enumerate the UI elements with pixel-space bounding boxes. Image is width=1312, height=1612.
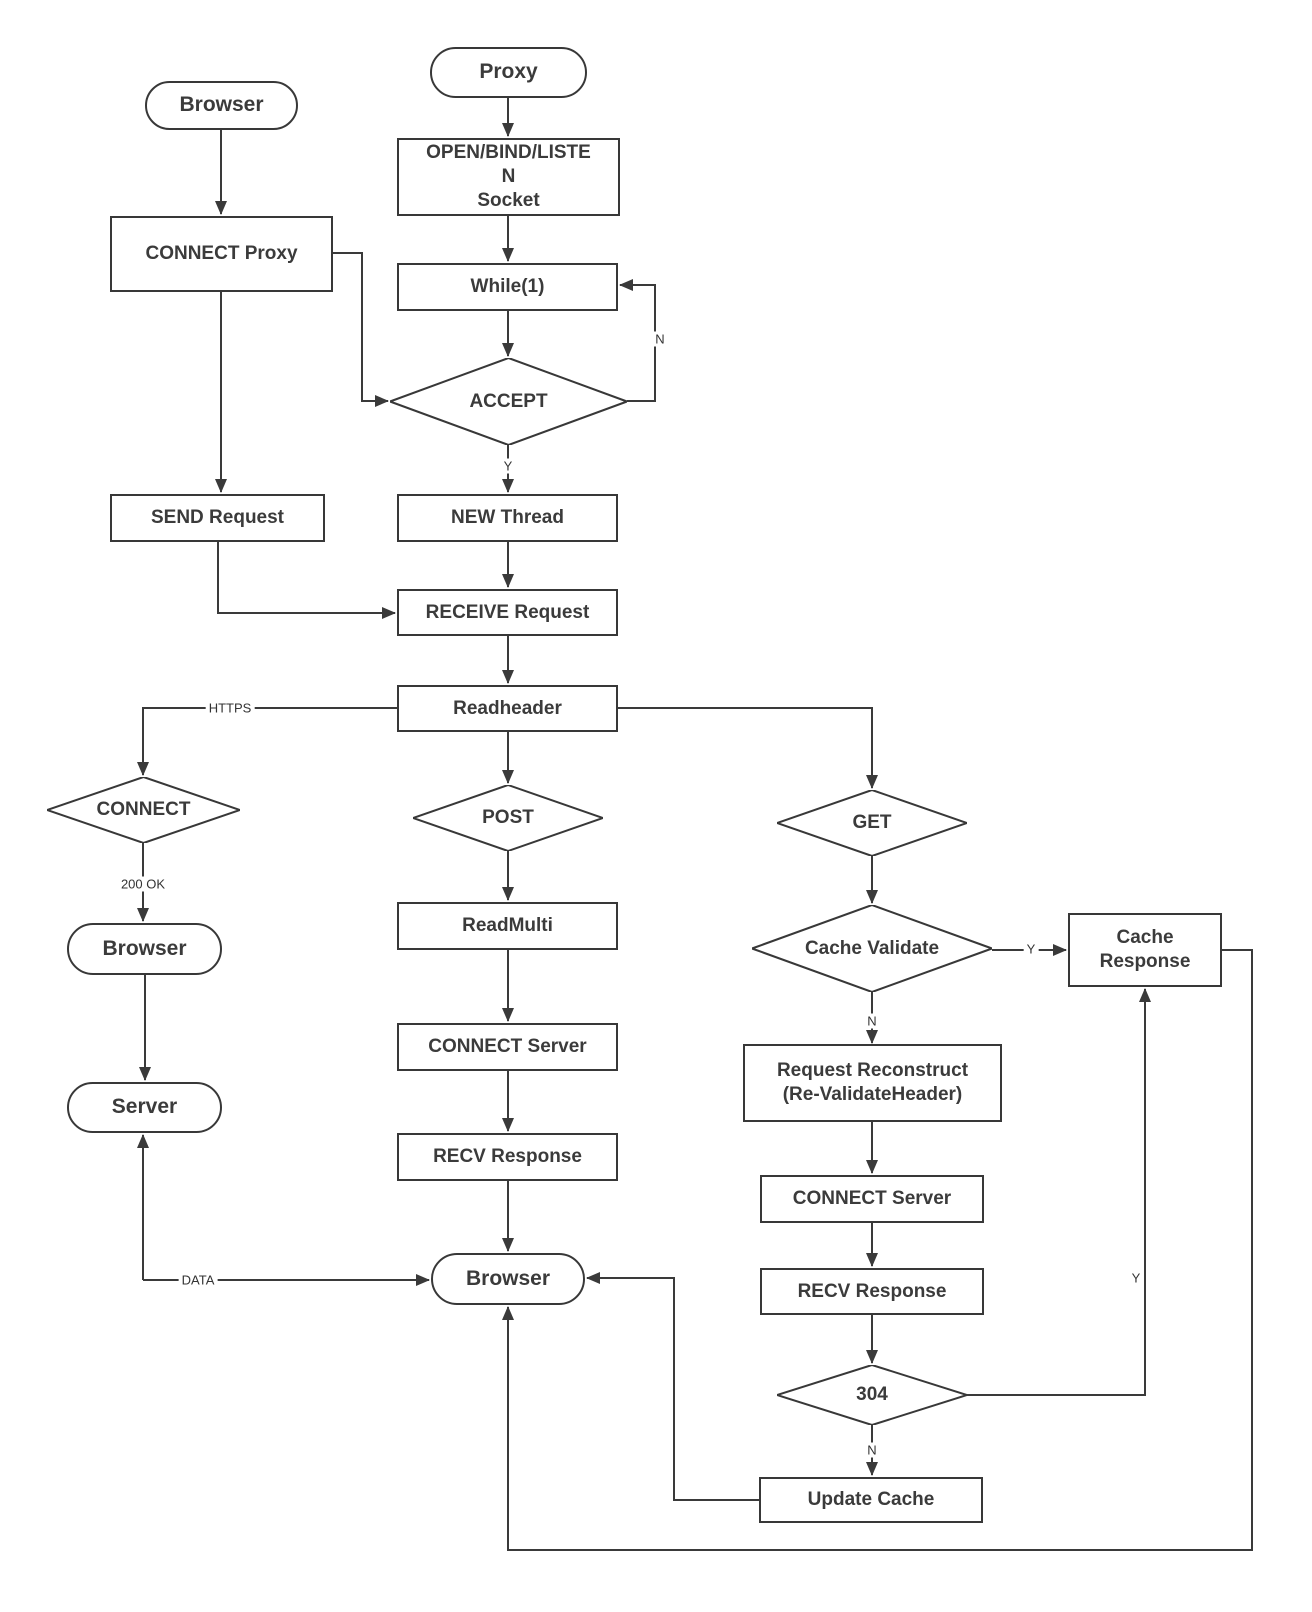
node-update-cache-label: Update Cache xyxy=(807,1489,935,1511)
node-browser-bottom: Browser xyxy=(431,1253,585,1305)
node-send-request: SEND Request xyxy=(110,494,325,542)
edge-label-accept-yes: Y xyxy=(500,458,516,474)
cache-validate-diamond-shape xyxy=(752,905,992,992)
node-readmulti: ReadMulti xyxy=(397,902,618,950)
node-get-decision-label: GET xyxy=(852,812,892,834)
node-browser-top-label: Browser xyxy=(179,93,264,117)
request-reconstruct-line1: Request Reconstruct xyxy=(776,1060,969,1082)
edge-label-https: HTTPS xyxy=(205,700,255,716)
node-while-loop-label: While(1) xyxy=(470,276,545,298)
node-new-thread: NEW Thread xyxy=(397,494,618,542)
node-new-thread-label: NEW Thread xyxy=(451,507,564,529)
node-connect-proxy: CONNECT Proxy xyxy=(110,216,333,292)
node-post-decision-label: POST xyxy=(482,807,534,829)
node-proxy-label: Proxy xyxy=(479,60,538,84)
edge-cache-response-to-browser xyxy=(502,949,1253,1551)
node-304-label: 304 xyxy=(856,1384,888,1406)
node-update-cache: Update Cache xyxy=(759,1477,983,1523)
node-browser-left-label: Browser xyxy=(102,936,187,960)
node-browser-left: Browser xyxy=(67,923,222,975)
node-server-label: Server xyxy=(111,1095,178,1119)
edge-label-validate-yes: Y xyxy=(1023,941,1039,957)
node-post-decision: POST xyxy=(413,785,603,851)
get-diamond-shape xyxy=(777,790,967,856)
node-cache-response: Cache Response xyxy=(1068,913,1222,987)
edge-connect-proxy-to-accept xyxy=(333,252,389,407)
node-request-reconstruct: Request Reconstruct(Re-ValidateHeader) xyxy=(743,1044,1002,1122)
node-get-decision: GET xyxy=(777,790,967,856)
edge-label-data: DATA xyxy=(178,1272,218,1288)
edge-update-cache-to-browser xyxy=(586,1272,759,1501)
edge-readheader-https-to-connect xyxy=(137,707,397,776)
node-304-decision: 304 xyxy=(777,1365,967,1425)
node-cache-validate-decision: Cache Validate xyxy=(752,905,992,992)
node-browser-bottom-label: Browser xyxy=(465,1266,551,1290)
node-recv-response-post: RECV Response xyxy=(397,1133,618,1181)
open-socket-line1: OPEN/BIND/LISTEN xyxy=(426,142,591,188)
connect-diamond-shape xyxy=(47,777,240,843)
node-cache-validate-label: Cache Validate xyxy=(804,937,940,959)
node-browser-top: Browser xyxy=(145,81,298,130)
node-connect-server-get: CONNECT Server xyxy=(760,1175,984,1223)
node-readheader-label: Readheader xyxy=(453,697,562,719)
node-recv-response-get-label: RECV Response xyxy=(797,1280,947,1302)
node-connect-decision-label: CONNECT xyxy=(96,799,191,821)
edge-readheader-to-get xyxy=(618,707,878,789)
node-receive-request: RECEIVE Request xyxy=(397,589,618,636)
node-connect-server-post-label: CONNECT Server xyxy=(428,1036,587,1058)
node-cache-response-label: Cache Response xyxy=(1099,927,1191,972)
node-request-reconstruct-label: Request Reconstruct(Re-ValidateHeader) xyxy=(777,1059,968,1107)
accept-diamond-shape xyxy=(390,358,627,445)
node-accept-label: ACCEPT xyxy=(469,390,548,412)
edge-send-request-to-receive xyxy=(217,542,396,619)
node-receive-request-label: RECEIVE Request xyxy=(425,601,590,623)
node-readheader: Readheader xyxy=(397,685,618,732)
node-send-request-label: SEND Request xyxy=(150,507,285,529)
node-recv-response-get: RECV Response xyxy=(760,1268,984,1315)
edge-label-accept-no: N xyxy=(652,331,668,347)
request-reconstruct-line2: (Re-ValidateHeader) xyxy=(782,1084,963,1105)
post-diamond-shape xyxy=(413,785,603,851)
edge-label-304-no: N xyxy=(864,1442,880,1458)
edge-label-304-yes: Y xyxy=(1128,1270,1144,1286)
node-while-loop: While(1) xyxy=(397,263,618,311)
node-accept-decision: ACCEPT xyxy=(390,358,627,445)
node-connect-decision: CONNECT xyxy=(47,777,240,843)
node-connect-server-get-label: CONNECT Server xyxy=(792,1188,952,1210)
304-diamond-shape xyxy=(777,1365,967,1425)
node-server: Server xyxy=(67,1082,222,1133)
edge-label-validate-no: N xyxy=(864,1013,880,1029)
open-socket-line2: Socket xyxy=(477,189,540,211)
node-readmulti-label: ReadMulti xyxy=(462,915,553,937)
node-proxy: Proxy xyxy=(430,47,587,98)
node-connect-server-post: CONNECT Server xyxy=(397,1023,618,1071)
edge-304-yes-to-cache-response xyxy=(967,988,1151,1396)
node-connect-proxy-label: CONNECT Proxy xyxy=(145,243,298,265)
node-recv-response-post-label: RECV Response xyxy=(433,1146,582,1168)
edge-label-200-ok: 200 OK xyxy=(117,876,169,892)
